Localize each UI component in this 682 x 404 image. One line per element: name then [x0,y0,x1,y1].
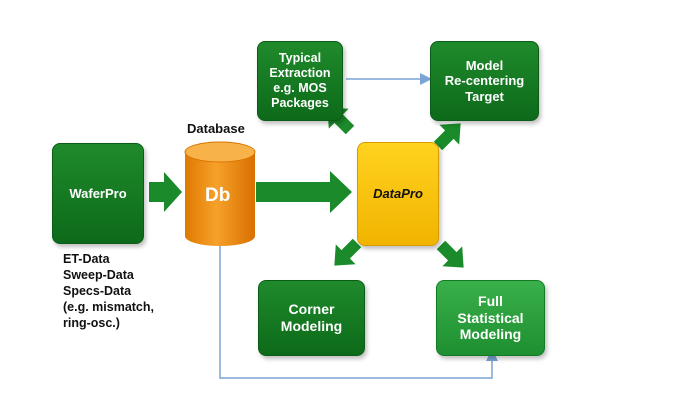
database-label: Database [187,121,245,136]
connector-db-to-full [219,238,498,379]
database-cylinder [184,141,256,246]
typical-line-4: Packages [271,96,329,110]
arrow-datapro-to-model [433,123,461,151]
full-line-2: Statistical [457,309,524,326]
arrow-wafer-to-db [149,172,182,212]
arrow-datapro-to-corner [334,238,362,266]
data-types-list: ET-Data Sweep-Data Specs-Data (e.g. mism… [63,251,154,331]
data-item-2: Sweep-Data [63,268,134,282]
model-recentering-box: Model Re-centering Target [430,41,539,121]
model-line-3: Target [465,88,504,104]
typical-line-2: Extraction [269,66,331,80]
data-item-4: (e.g. mismatch, [63,300,154,314]
db-label: Db [205,185,231,206]
arrow-datapro-to-full [436,240,464,268]
corner-modeling-box: Corner Modeling [258,280,365,356]
model-line-1: Model [465,57,504,73]
full-statistical-modeling-box: Full Statistical Modeling [436,280,545,356]
full-line-1: Full [478,292,503,309]
data-item-5: ring-osc.) [63,316,120,330]
arrow-db-to-datapro [256,171,352,213]
corner-line-2: Modeling [280,318,343,334]
typical-line-3: e.g. MOS [273,81,327,95]
waferpro-box: WaferPro [52,143,144,244]
datapro-box: DataPro [357,142,439,246]
typical-extraction-box: Typical Extraction e.g. MOS Packages [257,41,343,121]
full-line-3: Modeling [459,326,522,343]
typical-line-1: Typical [278,51,322,65]
corner-line-1: Corner [288,301,335,318]
data-item-1: ET-Data [63,252,110,266]
model-line-2: Re-centering [444,73,525,89]
data-item-3: Specs-Data [63,284,132,298]
